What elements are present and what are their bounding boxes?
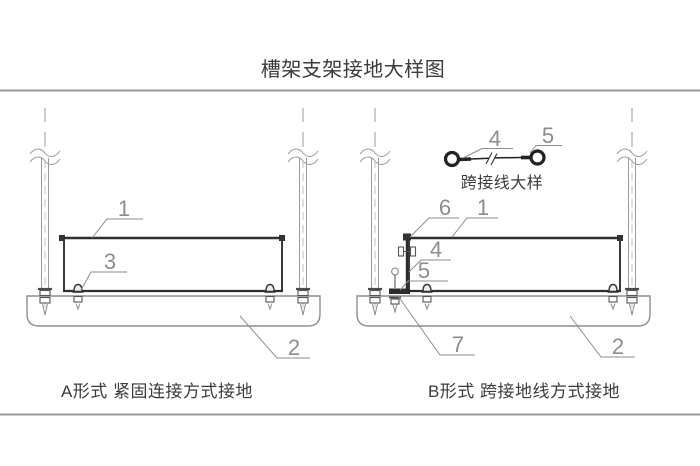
jumper-wire-detail: 4 5 跨接线大样 <box>443 123 562 192</box>
break-symbol <box>485 152 498 166</box>
callout-bolt: 3 <box>80 249 127 291</box>
callout-number: 1 <box>118 196 130 221</box>
callout-number: 2 <box>612 334 624 359</box>
ring-terminal-right <box>529 149 546 166</box>
ground-jumper-assembly <box>389 233 417 314</box>
callout-number: 5 <box>542 123 554 148</box>
callout-number: 7 <box>452 332 464 357</box>
fixing-bolt <box>420 283 434 310</box>
cable-tray <box>404 235 623 293</box>
jumper-wire <box>470 157 490 160</box>
ring-terminal-left <box>443 150 461 168</box>
callout-bolt: 7 <box>397 295 475 357</box>
callout-wire: 4 <box>462 126 513 159</box>
callout-number: 2 <box>288 335 300 360</box>
jumper-detail-caption: 跨接线大样 <box>461 174 544 192</box>
lug-bolt <box>389 267 401 314</box>
callout-number: 6 <box>439 195 451 220</box>
support-beam <box>356 295 651 327</box>
wire-bolt <box>397 246 417 257</box>
callout-jumper-wire: 4 <box>408 237 451 273</box>
callout-number: 3 <box>104 249 116 274</box>
callout-tray: 1 <box>451 195 498 238</box>
form-a-caption: A形式 紧固连接方式接地 <box>61 382 253 401</box>
callout-terminal: 5 <box>529 123 562 154</box>
callout-support: 2 <box>239 315 310 360</box>
wire-clamp <box>403 233 411 241</box>
form-b-caption: B形式 跨接地线方式接地 <box>428 382 620 401</box>
ground-lug <box>389 288 410 294</box>
callout-number: 4 <box>430 237 442 262</box>
callout-tray: 1 <box>91 196 143 239</box>
hanger-rod <box>615 106 649 317</box>
crimp-left <box>458 157 472 162</box>
fixing-bolt <box>263 283 277 310</box>
callout-clamp: 6 <box>409 195 459 238</box>
drawing-title: 槽架支架接地大样图 <box>261 58 446 81</box>
callout-support: 2 <box>569 315 635 359</box>
hanger-rod <box>28 106 62 317</box>
hanger-rod <box>286 106 320 317</box>
callout-number: 5 <box>418 258 430 283</box>
form-a-diagram: 1 3 2 A形式 紧固连接方式接地 <box>26 106 321 401</box>
callout-terminal: 5 <box>399 258 448 291</box>
support-beam <box>26 295 321 327</box>
fixing-bolt <box>606 283 620 310</box>
form-b-diagram: 6 1 4 5 7 2 B形式 跨接地线方式接地 <box>356 106 651 401</box>
callout-number: 1 <box>477 195 489 220</box>
cable-tray <box>59 235 285 293</box>
callout-number: 4 <box>489 126 501 151</box>
hanger-rod <box>358 106 392 317</box>
